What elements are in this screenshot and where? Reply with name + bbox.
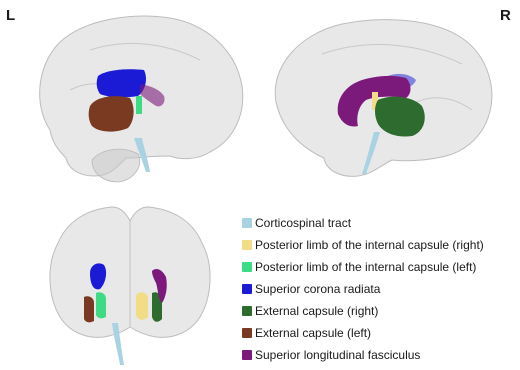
plic-right-front-view [136, 292, 148, 320]
legend-item-superior-corona-radiata: Superior corona radiata [242, 278, 520, 300]
brain-right-lateral-view [262, 14, 502, 189]
external-capsule-left-front-view [84, 296, 94, 322]
brain-frontal-view [28, 203, 233, 368]
legend-item-plic-right: Posterior limb of the internal capsule (… [242, 234, 520, 256]
legend-item-superior-longitudinal-fasciculus: Superior longitudinal fasciculus [242, 344, 520, 366]
legend-swatch [242, 306, 252, 316]
legend-swatch [242, 240, 252, 250]
legend-item-plic-left: Posterior limb of the internal capsule (… [242, 256, 520, 278]
legend-label: Corticospinal tract [255, 216, 351, 230]
external-capsule-left-left-view [89, 96, 134, 132]
legend-label: External capsule (right) [255, 304, 378, 318]
cerebellum-left [92, 149, 140, 182]
left-hemisphere-label: L [6, 7, 15, 24]
legend-swatch [242, 262, 252, 272]
legend-item-corticospinal-tract: Corticospinal tract [242, 212, 520, 234]
brain-left-lateral-view [30, 10, 245, 190]
plic-left-front-view [96, 292, 106, 318]
legend-label: Posterior limb of the internal capsule (… [255, 260, 476, 274]
legend-swatch [242, 350, 252, 360]
legend-item-external-capsule-right: External capsule (right) [242, 300, 520, 322]
legend-swatch [242, 328, 252, 338]
legend-swatch [242, 218, 252, 228]
legend-item-external-capsule-left: External capsule (left) [242, 322, 520, 344]
plic-left-left-view [136, 96, 142, 114]
legend-swatch [242, 284, 252, 294]
legend-label: Superior longitudinal fasciculus [255, 348, 420, 362]
legend-label: Superior corona radiata [255, 282, 380, 296]
legend: Corticospinal tract Posterior limb of th… [242, 212, 520, 366]
legend-label: Posterior limb of the internal capsule (… [255, 238, 484, 252]
brain-outline-right [275, 20, 492, 177]
superior-corona-radiata-left-view [97, 69, 146, 97]
legend-label: External capsule (left) [255, 326, 371, 340]
